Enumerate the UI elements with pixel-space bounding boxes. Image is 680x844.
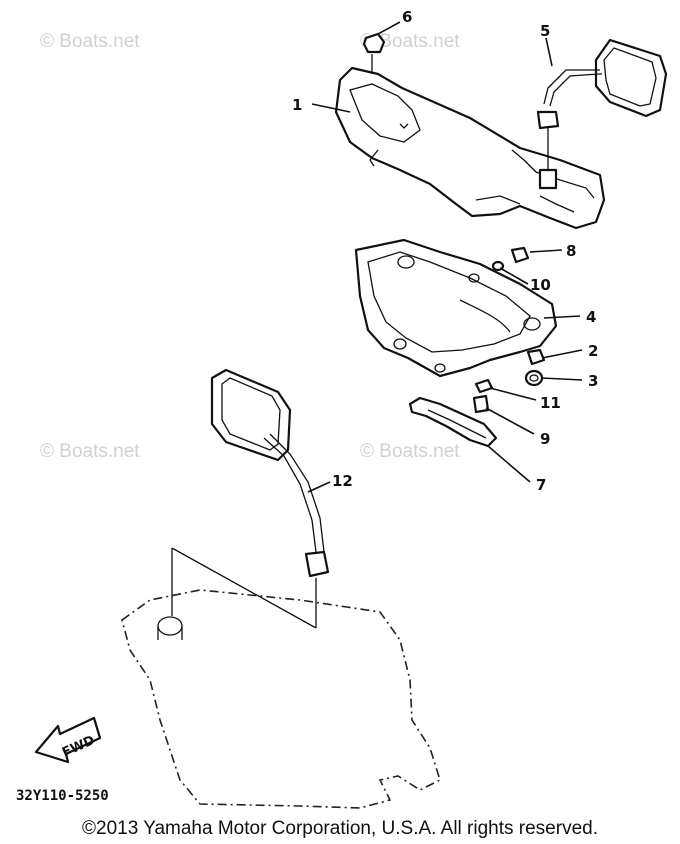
watermark: © Boats.net — [360, 31, 460, 52]
part-12-left-mirror — [210, 368, 330, 578]
callout-4: 4 — [586, 308, 596, 326]
part-8-bolt — [510, 246, 530, 264]
drawing-code: 32Y110-5250 — [16, 788, 109, 804]
part-11-washer — [474, 378, 494, 394]
callout-3: 3 — [588, 372, 598, 390]
callout-6: 6 — [402, 8, 412, 26]
watermark: © Boats.net — [360, 441, 460, 462]
part-2-nut — [526, 348, 546, 366]
part-9-screw — [472, 394, 490, 414]
watermark: © Boats.net — [40, 441, 140, 462]
callout-8: 8 — [566, 242, 576, 260]
copyright-notice: ©2013 Yamaha Motor Corporation, U.S.A. A… — [82, 818, 598, 839]
callout-10: 10 — [530, 276, 551, 294]
leader-lines — [307, 21, 583, 493]
callout-1: 1 — [292, 96, 302, 114]
part-5-right-mirror — [536, 38, 668, 190]
fwd-arrow: FWD — [34, 716, 102, 764]
handle-pole-outline — [121, 547, 441, 809]
callout-7: 7 — [536, 476, 546, 494]
callout-2: 2 — [588, 342, 598, 360]
part-6-nut — [362, 32, 386, 74]
part-1-handle-cover — [334, 66, 606, 230]
callout-9: 9 — [540, 430, 550, 448]
watermark: © Boats.net — [40, 31, 140, 52]
callout-5: 5 — [540, 22, 550, 40]
part-4-lower-cover — [354, 238, 558, 378]
part-7-bracket — [408, 396, 498, 448]
part-3-grommet — [524, 369, 544, 387]
callout-11: 11 — [540, 394, 561, 412]
callout-12: 12 — [332, 472, 353, 490]
